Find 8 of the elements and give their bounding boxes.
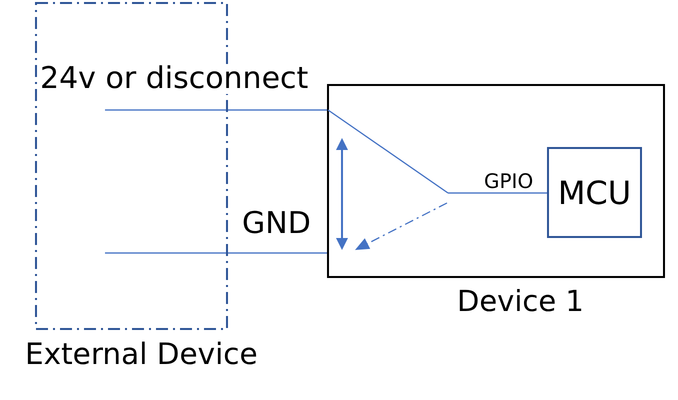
component-box: MCU	[547, 147, 642, 238]
device-label: External Device	[25, 340, 258, 370]
wire-label: GPIO	[484, 171, 534, 191]
device-label: Device 1	[457, 287, 584, 316]
wire	[105, 109, 328, 111]
wire	[105, 252, 328, 254]
wire	[448, 192, 547, 194]
wire-label: 24v or disconnect	[40, 64, 308, 94]
